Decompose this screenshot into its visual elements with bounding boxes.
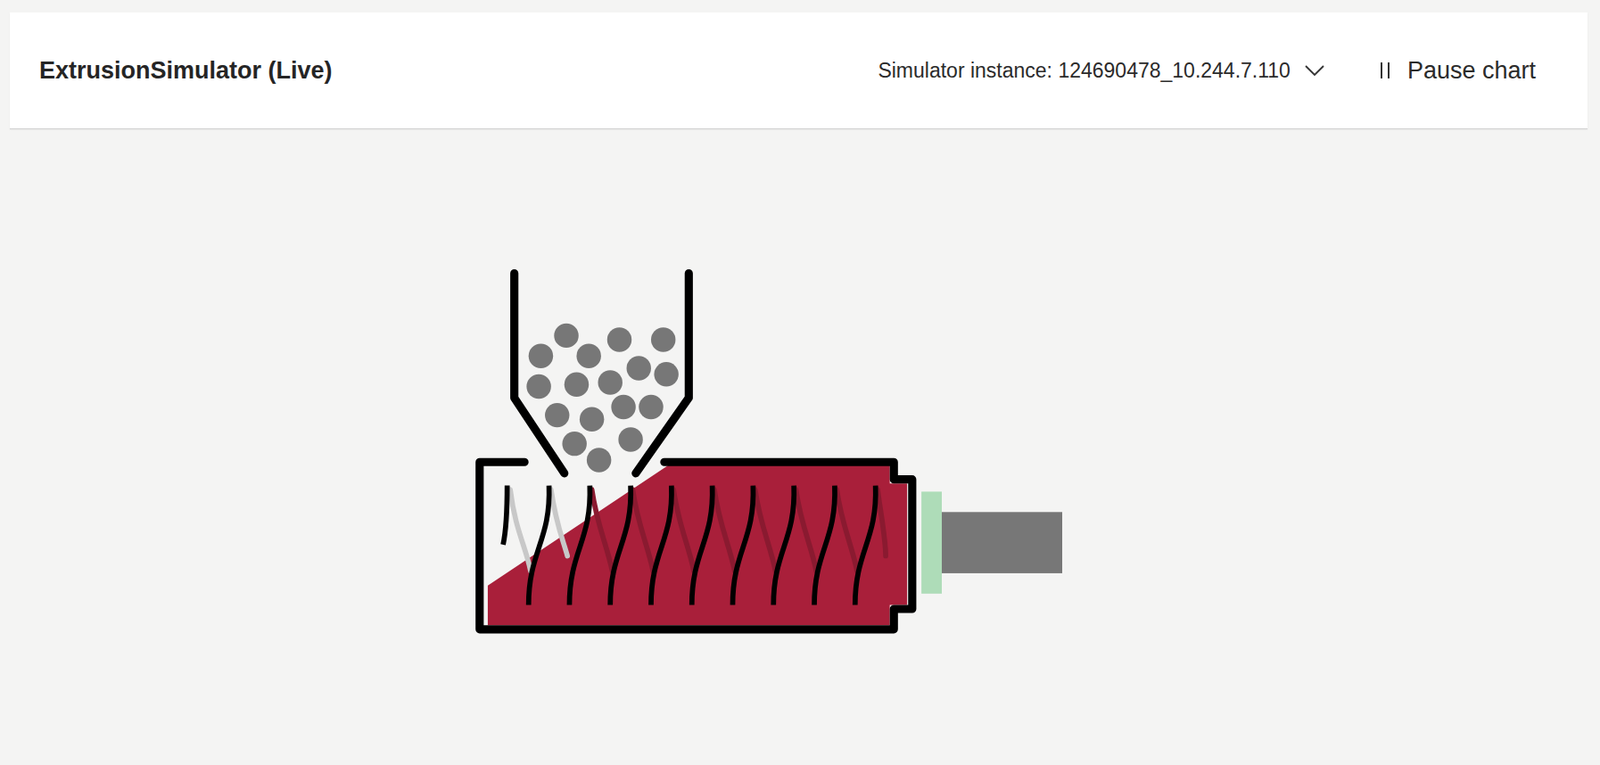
- page-title: ExtrusionSimulator (Live): [39, 57, 333, 85]
- hopper: [514, 273, 690, 474]
- instance-selector: Simulator instance: 124690478_10.244.7.1…: [877, 58, 1290, 83]
- header-controls: Simulator instance: 124690478_10.244.7.1…: [877, 12, 1536, 129]
- extrudate: [941, 511, 1063, 574]
- title-slot: ExtrusionSimulator (Live): [39, 12, 333, 129]
- pellets: [526, 323, 678, 473]
- pause-button: Pause chart: [1407, 57, 1536, 85]
- die: [921, 491, 942, 594]
- melt-fill: [487, 465, 908, 627]
- header-bar: ExtrusionSimulator (Live) Simulator inst…: [9, 12, 1588, 130]
- screw-flights: [503, 486, 876, 606]
- chevron-icon: [1304, 64, 1325, 77]
- instance-label: Simulator instance: 124690478_10.244.7.1…: [877, 58, 1290, 83]
- button-label: Pause chart: [1407, 57, 1536, 84]
- pause-icon: [1379, 61, 1392, 80]
- barrel-outline: [479, 461, 913, 630]
